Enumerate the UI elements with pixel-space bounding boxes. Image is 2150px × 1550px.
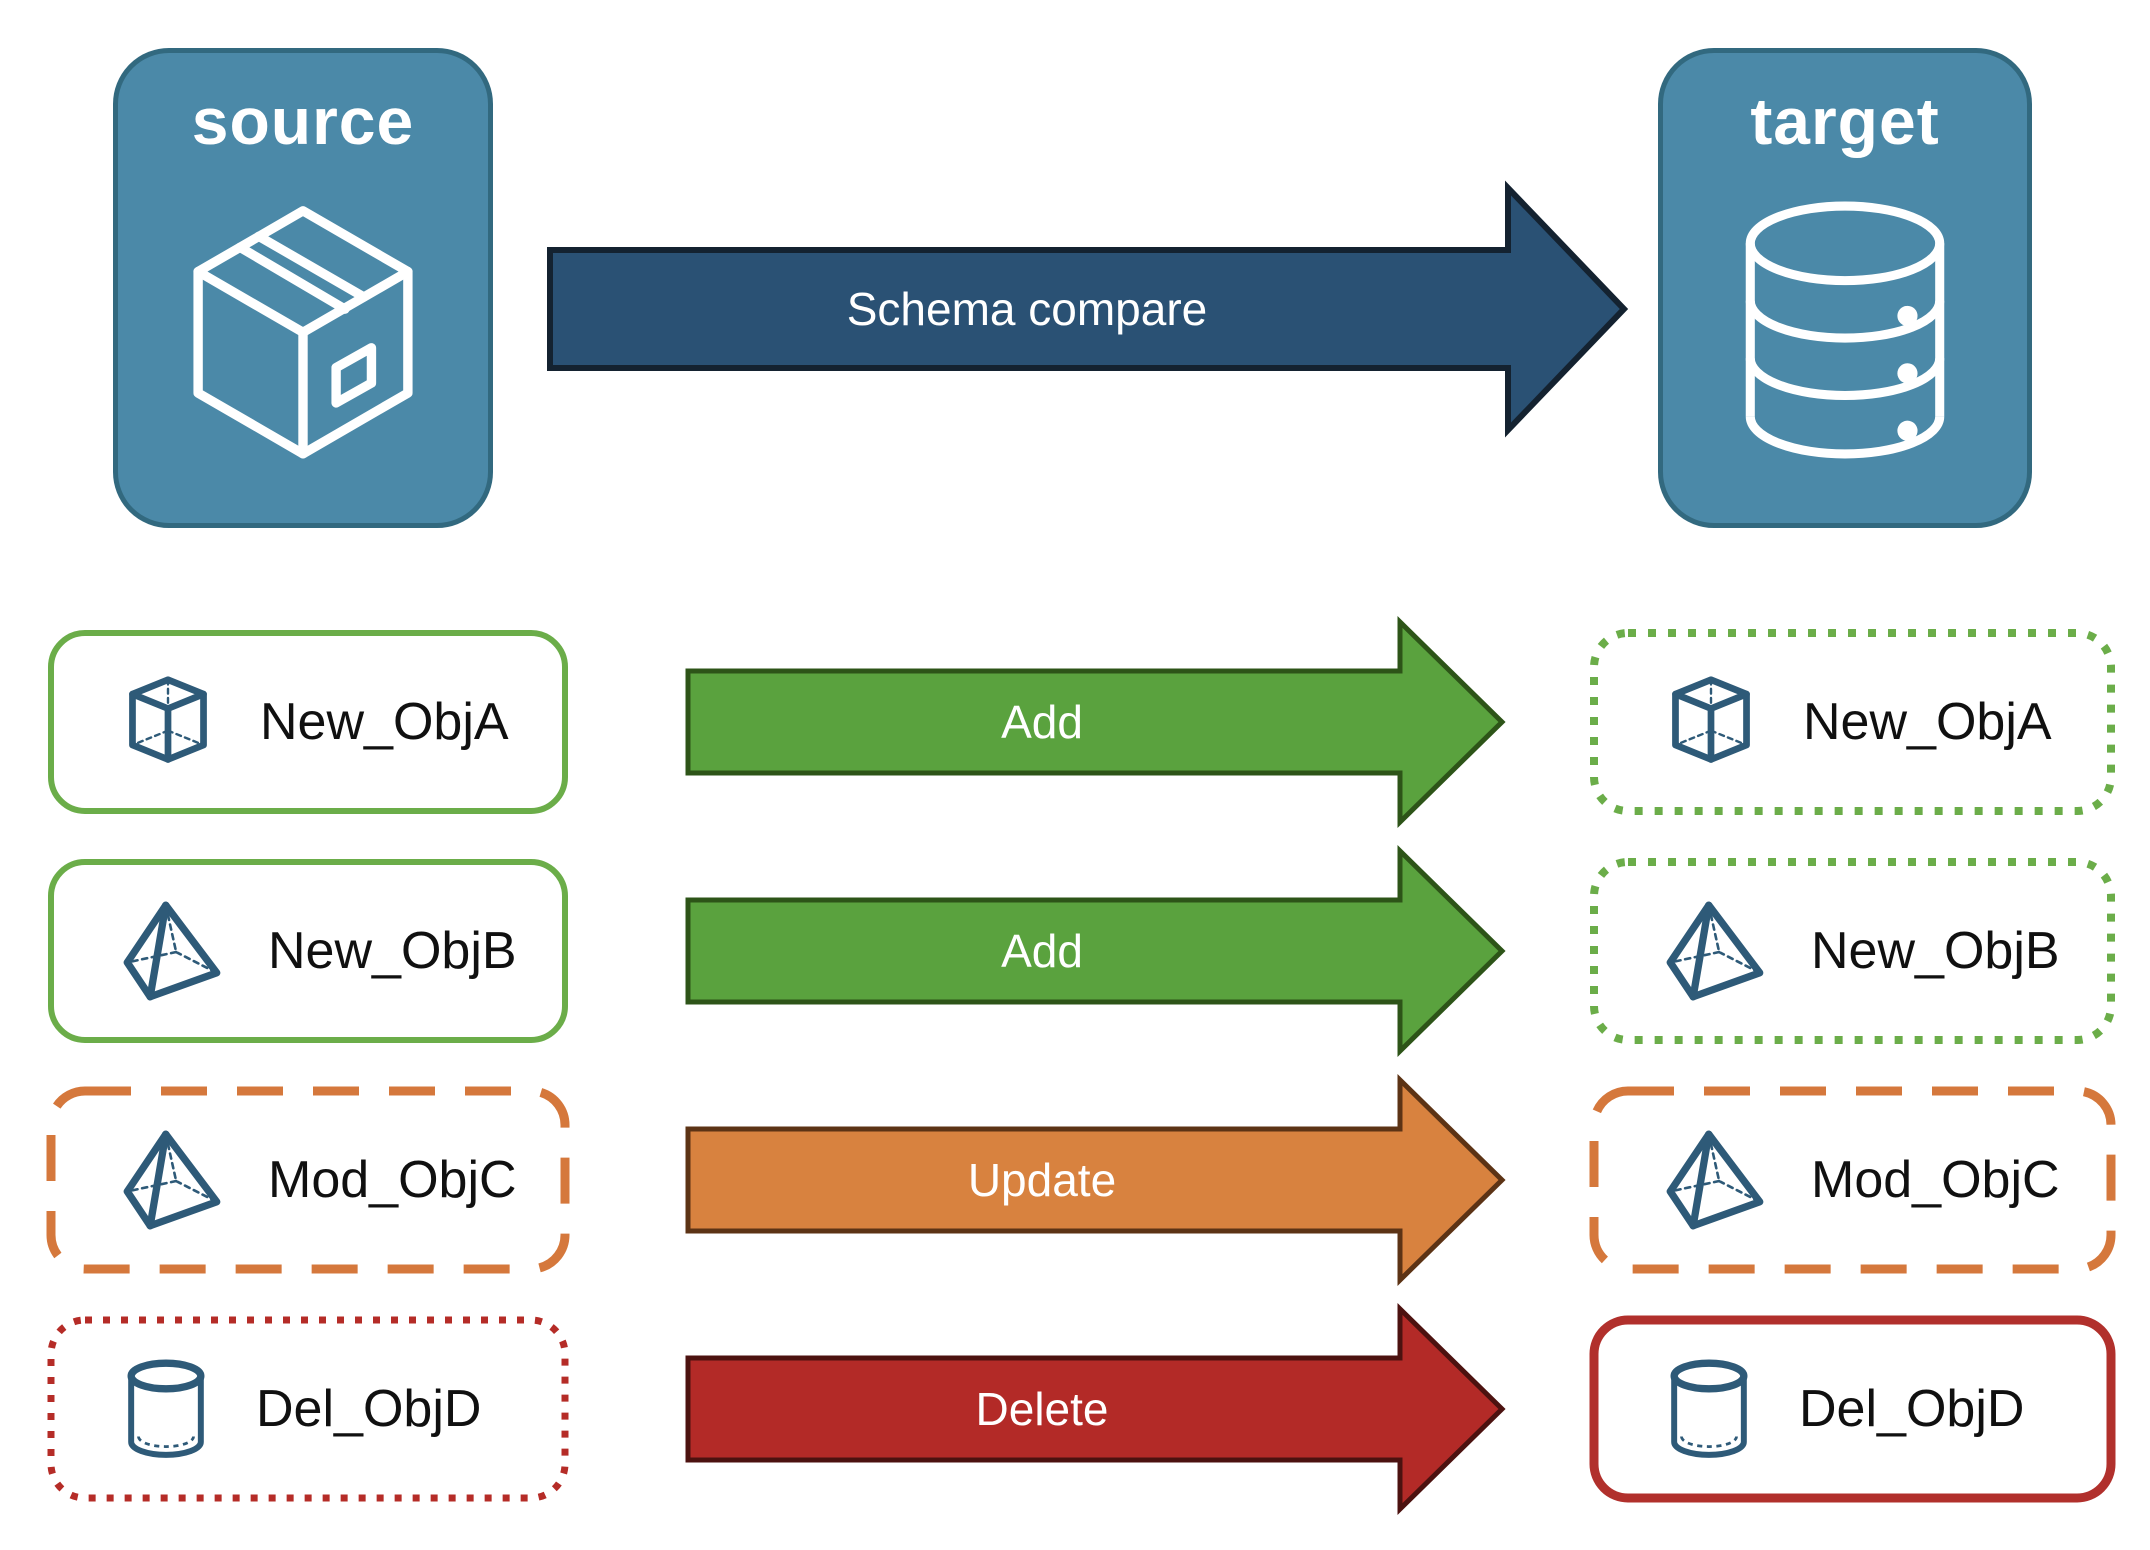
delete-arrow-shape — [685, 1303, 1506, 1515]
object-label: New_ObjB — [1811, 922, 2060, 980]
dashed-orange-border — [46, 1086, 570, 1274]
add-arrow-row1: Add — [684, 616, 1506, 828]
add-arrow-label: Add — [1001, 925, 1083, 977]
schema-compare-arrow: Schema compare — [546, 180, 1630, 438]
source-object-new-obja: New_ObjA — [46, 628, 570, 816]
dotted-green-border — [1590, 858, 2115, 1044]
update-arrow-shape — [685, 1074, 1506, 1286]
object-label: Del_ObjD — [256, 1380, 482, 1438]
object-label: Mod_ObjC — [268, 1151, 517, 1209]
source-label: source — [191, 84, 415, 158]
solid-green-border — [48, 630, 568, 814]
schema-compare-arrow-shape — [547, 180, 1629, 438]
object-label: New_ObjA — [1803, 693, 2052, 751]
delete-arrow-label: Delete — [975, 1383, 1109, 1435]
cube-icon — [1672, 676, 1750, 763]
pyramid-icon — [1666, 901, 1764, 1001]
source-object-mod-objc: Mod_ObjC — [46, 1086, 570, 1274]
target-object-new-obja: New_ObjA — [1589, 628, 2116, 816]
dotted-red-border — [47, 1316, 569, 1502]
pyramid-icon — [123, 1130, 221, 1230]
schema-compare-label: Schema compare — [846, 283, 1208, 335]
dashed-orange-border — [1589, 1086, 2116, 1274]
target-object-del-objd: Del_ObjD — [1589, 1315, 2116, 1503]
pyramid-icon — [1666, 1130, 1764, 1230]
dotted-green-border — [1590, 629, 2115, 815]
update-arrow-label: Update — [967, 1154, 1117, 1206]
delete-arrow-row4: Delete — [684, 1303, 1506, 1515]
target-object-new-objb: New_ObjB — [1589, 857, 2116, 1045]
solid-red-border — [1589, 1315, 2116, 1503]
add-arrow-row2: Add — [684, 845, 1506, 1057]
pyramid-icon — [123, 901, 221, 1001]
object-label: New_ObjB — [268, 922, 517, 980]
source-object-del-objd: Del_ObjD — [46, 1315, 570, 1503]
object-label: Del_ObjD — [1799, 1380, 2025, 1438]
target-node: target — [1658, 48, 2032, 528]
add-arrow-shape — [685, 845, 1506, 1057]
source-object-new-objb: New_ObjB — [46, 857, 570, 1045]
package-icon — [193, 206, 413, 459]
object-label: Mod_ObjC — [1811, 1151, 2060, 1209]
cylinder-icon — [1670, 1359, 1748, 1458]
target-label: target — [1750, 84, 1940, 158]
cube-icon — [129, 676, 207, 763]
object-label: New_ObjA — [260, 693, 509, 751]
add-arrow-label: Add — [1001, 696, 1083, 748]
solid-green-border — [48, 859, 568, 1043]
source-node: source — [113, 48, 493, 528]
target-object-mod-objc: Mod_ObjC — [1589, 1086, 2116, 1274]
cylinder-icon — [127, 1359, 205, 1458]
add-arrow-shape — [685, 616, 1506, 828]
database-icon — [1745, 201, 1945, 459]
update-arrow-row3: Update — [684, 1074, 1506, 1286]
